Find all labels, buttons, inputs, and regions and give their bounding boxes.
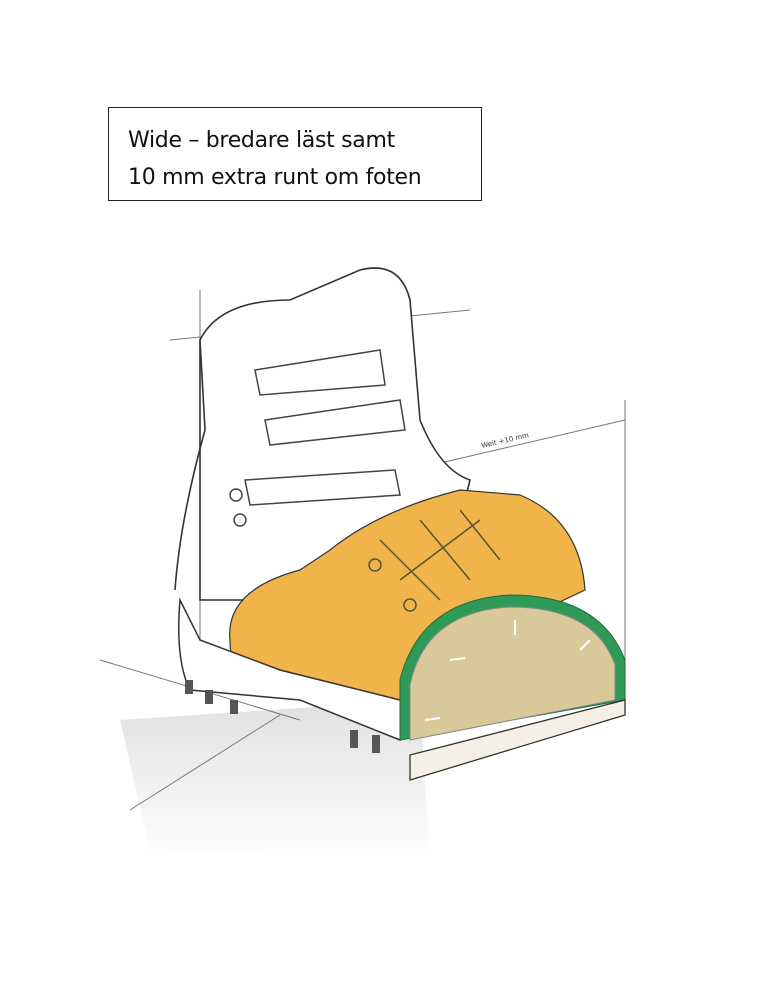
dimension-label: Weit +10 mm bbox=[481, 431, 530, 450]
caption-line-2: 10 mm extra runt om foten bbox=[128, 165, 422, 190]
boot-illustration: Weit +10 mm bbox=[99, 267, 626, 855]
caption-line-1: Wide – bredare läst samt bbox=[128, 128, 395, 153]
inner-section bbox=[409, 606, 616, 741]
caption-box: Wide – bredare läst samt 10 mm extra run… bbox=[108, 107, 482, 201]
